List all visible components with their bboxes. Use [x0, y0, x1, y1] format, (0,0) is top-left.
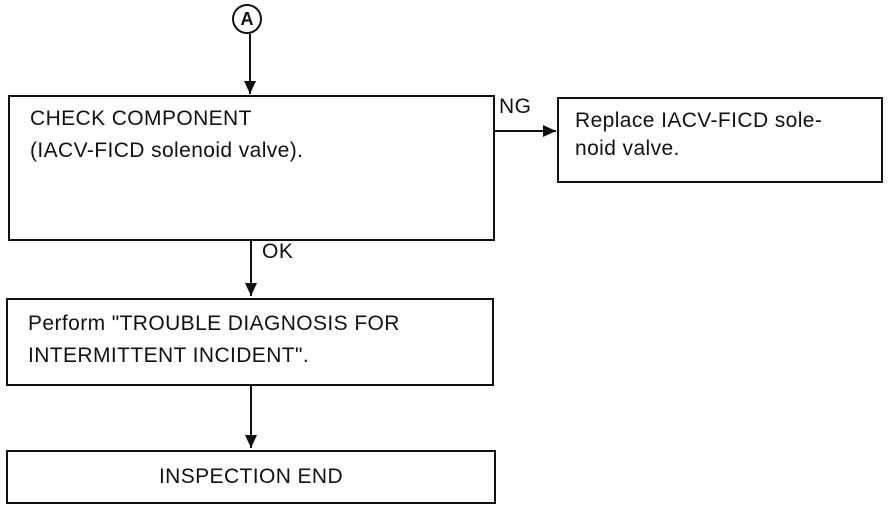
edge-label-ok: OK [262, 240, 294, 263]
step-inspection-end-label: INSPECTION END [158, 465, 344, 488]
step-inspection-end: INSPECTION END [6, 450, 496, 504]
edge-label-ng: NG [499, 95, 532, 118]
step-check-component-line1: CHECK COMPONENT [30, 107, 252, 130]
connector-a-label: A [240, 8, 254, 29]
step-perform-diagnosis: Perform "TROUBLE DIAGNOSIS FOR INTERMITT… [6, 298, 494, 386]
step-perform-diagnosis-line1: Perform "TROUBLE DIAGNOSIS FOR [28, 312, 400, 335]
step-replace-valve-line2: noid valve. [575, 137, 680, 160]
step-perform-diagnosis-line2: INTERMITTENT INCIDENT". [28, 344, 310, 367]
step-check-component: CHECK COMPONENT (IACV-FICD solenoid valv… [8, 95, 495, 241]
connector-a: A [232, 4, 262, 34]
step-check-component-line2: (IACV-FICD solenoid valve). [30, 139, 304, 162]
step-replace-valve: Replace IACV-FICD sole- noid valve. [557, 97, 883, 183]
step-replace-valve-line1: Replace IACV-FICD sole- [575, 109, 823, 132]
